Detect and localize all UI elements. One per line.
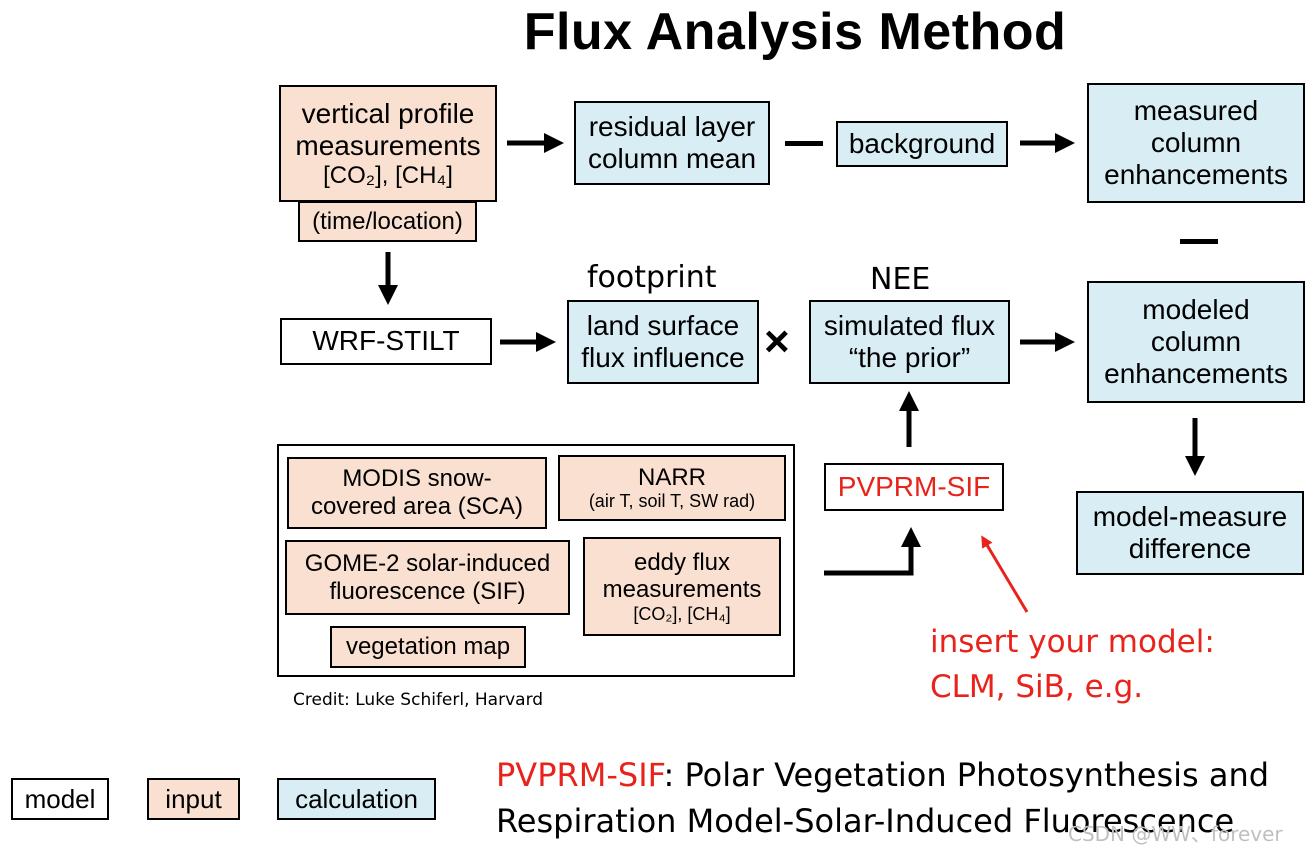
narr-line2: (air T, soil T, SW rad) <box>588 491 756 512</box>
measured-column-line1: measured <box>1133 94 1259 126</box>
measured-column-line2: column <box>1150 126 1242 158</box>
legend-input-label: input <box>165 783 222 814</box>
minus-operator-column <box>1180 239 1218 244</box>
narr-box: NARR (air T, soil T, SW rad) <box>558 455 786 521</box>
footprint-label: footprint <box>587 260 717 295</box>
measured-column-line3: enhancements <box>1104 159 1288 191</box>
simulated-flux-box: simulated flux “the prior” <box>809 300 1010 384</box>
pvprm-sif-box: PVPRM-SIF <box>824 463 1004 511</box>
vertical-profile-box: vertical profile measurements [CO₂], [CH… <box>279 85 497 202</box>
definition-term: PVPRM-SIF <box>496 756 664 794</box>
narr-line1: NARR <box>637 463 706 491</box>
modis-box: MODIS snow- covered area (SCA) <box>287 457 547 529</box>
eddy-flux-line2: measurements <box>602 576 762 604</box>
modeled-column-line2: column <box>1150 325 1242 357</box>
definition-line1-rest: : Polar Vegetation Photosynthesis and <box>663 756 1270 794</box>
nee-label: NEE <box>870 262 931 297</box>
model-measure-line1: model-measure <box>1092 500 1288 532</box>
insert-model-line2: CLM, SiB, e.g. <box>930 669 1144 705</box>
eddy-flux-line3: [CO₂], [CH₄] <box>633 603 731 624</box>
wrf-stilt-label: WRF-STILT <box>312 325 460 357</box>
insert-model-note: insert your model: CLM, SiB, e.g. <box>930 620 1215 710</box>
time-location-box: (time/location) <box>298 201 477 242</box>
residual-layer-line1: residual layer <box>588 110 756 142</box>
land-surface-line2: flux influence <box>581 342 745 373</box>
modis-line1: MODIS snow- <box>342 465 492 493</box>
vertical-profile-line2: measurements <box>295 129 481 161</box>
land-surface-line1: land surface <box>586 309 740 341</box>
gome-line1: GOME-2 solar-induced <box>304 549 551 577</box>
modis-line2: covered area (SCA) <box>310 493 524 520</box>
model-measure-line2: difference <box>1128 533 1252 564</box>
model-measure-box: model-measure difference <box>1076 491 1304 575</box>
definition-line2: Respiration Model-Solar-Induced Fluoresc… <box>496 802 1235 840</box>
measured-column-box: measured column enhancements <box>1087 83 1305 203</box>
pvprm-sif-label: PVPRM-SIF <box>837 470 991 502</box>
legend-model: model <box>11 778 109 820</box>
legend-calculation: calculation <box>277 778 436 820</box>
simulated-flux-line2: “the prior” <box>848 342 971 373</box>
credit-text: Credit: Luke Schiferl, Harvard <box>293 690 544 710</box>
legend-model-label: model <box>24 783 96 814</box>
modeled-column-line3: enhancements <box>1104 358 1288 390</box>
vegetation-map-label: vegetation map <box>345 633 511 661</box>
eddy-flux-line1: eddy flux <box>633 548 731 576</box>
modeled-column-line1: modeled <box>1142 293 1250 325</box>
residual-layer-box: residual layer column mean <box>574 101 770 185</box>
land-surface-box: land surface flux influence <box>567 300 759 384</box>
simulated-flux-line1: simulated flux <box>823 309 996 341</box>
residual-layer-line2: column mean <box>587 143 757 174</box>
page-title: Flux Analysis Method <box>523 3 1067 61</box>
insert-model-line1: insert your model: <box>930 624 1215 660</box>
minus-operator-row1 <box>785 141 823 146</box>
wrf-stilt-box: WRF-STILT <box>280 318 492 365</box>
legend-calculation-label: calculation <box>295 783 418 814</box>
gome-box: GOME-2 solar-induced fluorescence (SIF) <box>285 540 570 615</box>
arrow-inputs-to-pvprm <box>824 527 921 576</box>
watermark: CSDN @WW、forever <box>1068 822 1283 846</box>
arrow-insert-model <box>981 535 1029 613</box>
legend-input: input <box>147 778 240 820</box>
eddy-flux-box: eddy flux measurements [CO₂], [CH₄] <box>583 537 781 636</box>
vertical-profile-line1: vertical profile <box>301 97 475 129</box>
times-operator: × <box>764 317 790 366</box>
background-label: background <box>848 127 996 159</box>
vegetation-map-box: vegetation map <box>330 626 526 668</box>
background-box: background <box>836 121 1008 167</box>
time-location-label: (time/location) <box>312 207 463 235</box>
pvprm-definition: PVPRM-SIF: Polar Vegetation Photosynthes… <box>496 752 1269 844</box>
modeled-column-box: modeled column enhancements <box>1087 281 1305 403</box>
definition-line1: PVPRM-SIF: Polar Vegetation Photosynthes… <box>496 752 1269 798</box>
gome-line2: fluorescence (SIF) <box>329 577 526 605</box>
vertical-profile-line3: [CO₂], [CH₄] <box>323 161 453 189</box>
